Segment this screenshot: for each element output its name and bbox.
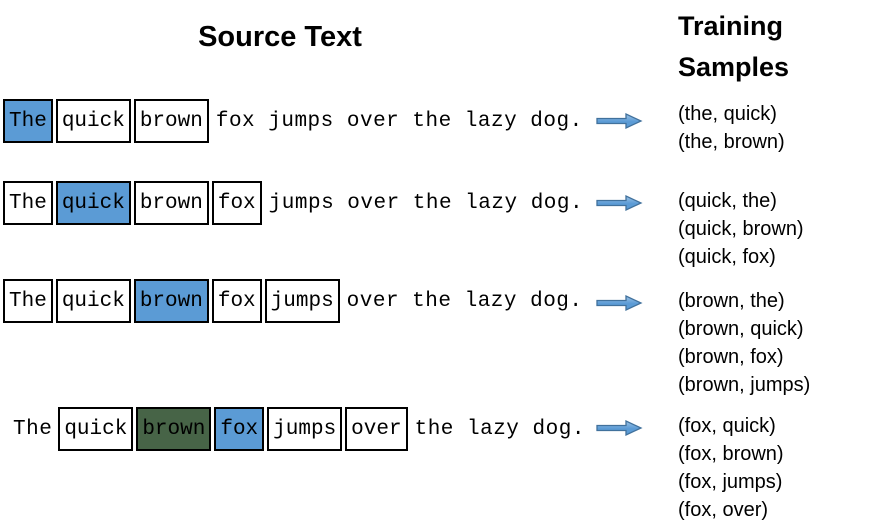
word-label: brown [139,191,203,215]
context-window: The quick brown fox [3,181,262,225]
word-box: The [3,181,53,225]
sentence-rest: jumps over the lazy dog. [268,191,584,215]
sentence-start: The [13,417,53,441]
training-samples-list-1: (the, quick) (the, brown) [678,100,785,156]
word-box: jumps [267,407,343,451]
training-samples-list-2: (quick, the) (quick, brown) (quick, fox) [678,187,804,271]
training-sample: (brown, jumps) [678,374,811,396]
training-samples-title: Training Samples [678,11,790,82]
right-arrow-icon [596,113,643,129]
window-row-1: The quick brown fox jumps over the lazy … [3,99,583,143]
training-sample: (fox, jumps) [678,471,783,493]
window-row-2: The quick brown fox jumps over the lazy … [3,181,583,225]
word-label: brown [142,417,206,441]
context-window: The quick brown [3,99,209,143]
training-sample: (the, brown) [678,131,785,153]
training-sample: (quick, the) [678,190,777,212]
training-sample: (quick, fox) [678,246,776,268]
word-label: The [9,191,47,215]
training-sample: (fox, over) [678,499,769,521]
word-label: quick [61,289,125,313]
word-box: quick [55,99,131,143]
word-box: over [345,407,408,451]
training-samples-list-3: (brown, the) (brown, quick) (brown, fox)… [678,287,810,399]
right-arrow-icon [596,295,643,311]
context-window: quick brown fox jumps over [58,407,408,451]
training-sample: (fox, brown) [678,443,784,465]
context-window: The quick brown fox jumps [3,279,340,323]
sentence-rest: over the lazy dog. [346,289,583,313]
word-box: fox [211,279,262,323]
right-arrow-icon [596,420,643,436]
word-label: quick [61,109,125,133]
training-samples-list-4: (fox, quick) (fox, brown) (fox, jumps) (… [678,412,784,524]
word-label: fox [217,289,256,313]
window-row-3: The quick brown fox jumps over the lazy … [3,279,583,323]
word-label: brown [139,109,203,133]
training-sample: (fox, quick) [678,415,776,437]
word-box: quick [58,407,134,451]
word-box: brown [133,181,209,225]
word-label: The [9,289,47,313]
word-label: jumps [270,289,334,313]
training-sample: (brown, the) [678,290,785,312]
center-word-box: fox [214,407,265,451]
source-text-title: Source Text [198,21,362,53]
word-box: The [3,279,53,323]
training-sample: (brown, quick) [678,318,804,340]
center-word-box: brown [133,279,209,323]
word-box: brown [136,407,212,451]
training-sample: (the, quick) [678,103,777,125]
training-sample: (quick, brown) [678,218,804,240]
center-word-box: quick [55,181,131,225]
word-box: quick [55,279,131,323]
word-box: jumps [264,279,340,323]
word-box: brown [133,99,209,143]
word-label: fox [220,417,259,441]
right-arrow-icon [596,195,643,211]
sentence-rest: fox jumps over the lazy dog. [215,109,583,133]
center-word-box: The [3,99,53,143]
sentence-rest: the lazy dog. [414,417,585,441]
word-label: brown [139,289,203,313]
word-label: quick [64,417,128,441]
word-label: quick [61,191,125,215]
window-row-4: The quick brown fox jumps over the lazy … [13,407,585,451]
word-box: fox [211,181,262,225]
word-label: fox [217,191,256,215]
word-label: The [9,109,47,133]
training-sample: (brown, fox) [678,346,784,368]
word-label: jumps [273,417,337,441]
word-label: over [351,417,402,441]
